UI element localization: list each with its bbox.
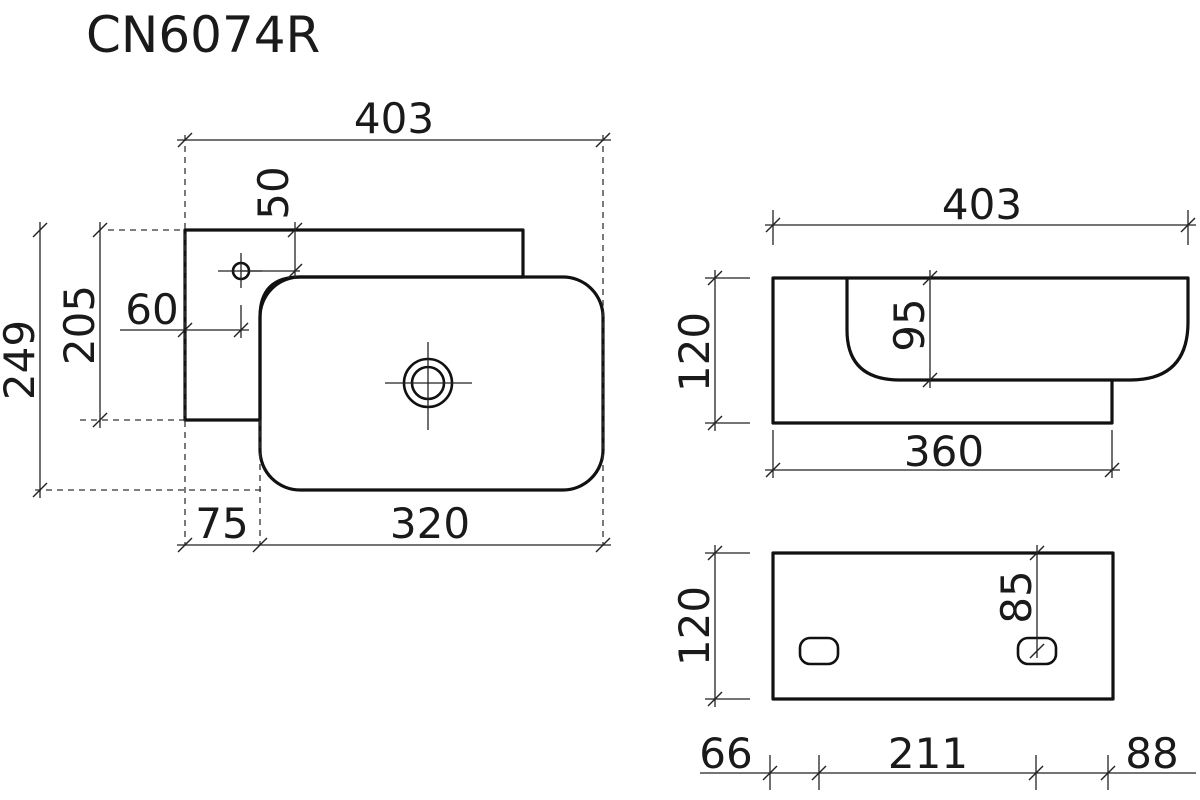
top-view-deck-outline: [183, 228, 525, 422]
top-view-bowl-outline: [258, 275, 605, 492]
dim-bowl-depth: 95: [885, 270, 938, 388]
dim-label-88: 88: [1125, 729, 1178, 778]
side-view-outline: [771, 276, 1190, 425]
dim-label-85: 85: [992, 570, 1041, 623]
dim-fixing-hole-height: 85: [992, 545, 1045, 659]
dim-overall-depth: 249: [0, 222, 48, 498]
side-view-bowl-cavity: [845, 278, 1112, 382]
dim-label-66: 66: [699, 729, 752, 778]
side-view: 403 120 95 360: [670, 180, 1196, 478]
dim-label-360: 360: [904, 427, 984, 476]
dim-top-overall-width: 403: [177, 94, 611, 148]
dim-label-211: 211: [888, 729, 968, 778]
dim-side-height: 120: [670, 270, 750, 431]
top-view: 403 50 60 205 249: [0, 94, 611, 553]
model-title: CN6074R: [86, 6, 320, 64]
dim-label-205: 205: [55, 285, 104, 365]
fixing-hole-left: [798, 636, 840, 666]
rear-view: 120 85 66 211 88: [670, 545, 1196, 790]
dim-base-width: 360: [765, 427, 1120, 478]
dim-label-320: 320: [390, 499, 470, 548]
dim-bottom-widths: 75 320: [177, 499, 611, 553]
drain-symbol: [385, 342, 472, 430]
rear-view-outline: [771, 551, 1115, 701]
dim-tap-offset-y: 50: [241, 166, 303, 279]
dim-label-rear-120: 120: [670, 586, 719, 666]
dim-label-side-403: 403: [942, 180, 1022, 229]
dim-label-95: 95: [885, 298, 934, 351]
dim-label-249: 249: [0, 320, 44, 400]
dim-label-side-120: 120: [670, 312, 719, 392]
dim-label-75: 75: [195, 499, 248, 548]
dim-label-60: 60: [125, 285, 178, 334]
dim-deck-depth: 205: [55, 222, 108, 428]
dim-rear-height: 120: [670, 545, 750, 707]
dim-label-50: 50: [249, 166, 298, 219]
dim-rear-offsets: 66 211 88: [699, 729, 1196, 790]
dim-label-top-403: 403: [354, 94, 434, 143]
dim-tap-offset-x: 60: [120, 285, 249, 338]
dim-side-overall-width: 403: [765, 180, 1196, 245]
